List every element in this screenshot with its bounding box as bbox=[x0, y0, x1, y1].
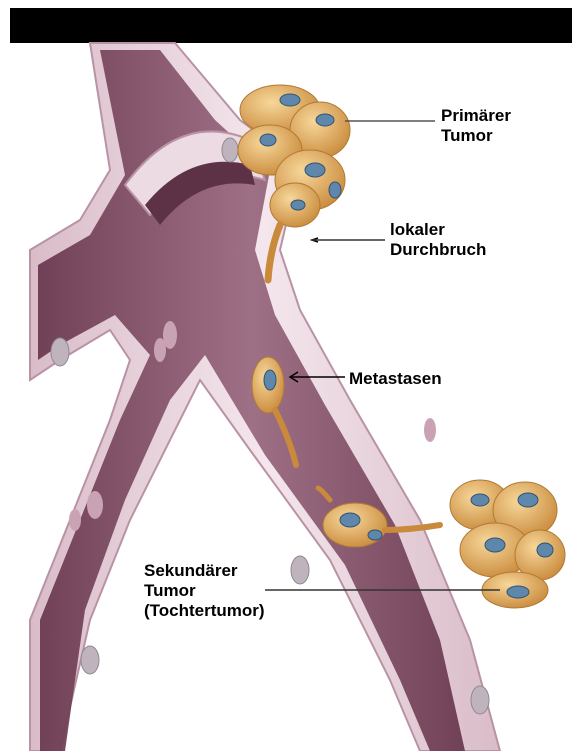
endothelial-cell bbox=[69, 509, 81, 531]
label-secondary-tumor: Sekundärer Tumor (Tochtertumor) bbox=[144, 561, 265, 621]
secondary-tumor bbox=[450, 480, 565, 608]
endothelial-cell bbox=[424, 418, 436, 442]
endothelial-cell bbox=[81, 646, 99, 674]
endothelial-cell bbox=[87, 491, 103, 519]
endothelial-cell bbox=[471, 686, 489, 714]
endothelial-cell bbox=[154, 338, 166, 362]
endothelial-cell bbox=[291, 556, 309, 584]
endothelial-cell bbox=[51, 338, 69, 366]
label-local-breakthrough: lokaler Durchbruch bbox=[390, 220, 486, 260]
endothelial-cell bbox=[222, 138, 238, 162]
label-primary-tumor: Primärer Tumor bbox=[441, 106, 511, 146]
label-metastases: Metastasen bbox=[349, 369, 442, 389]
